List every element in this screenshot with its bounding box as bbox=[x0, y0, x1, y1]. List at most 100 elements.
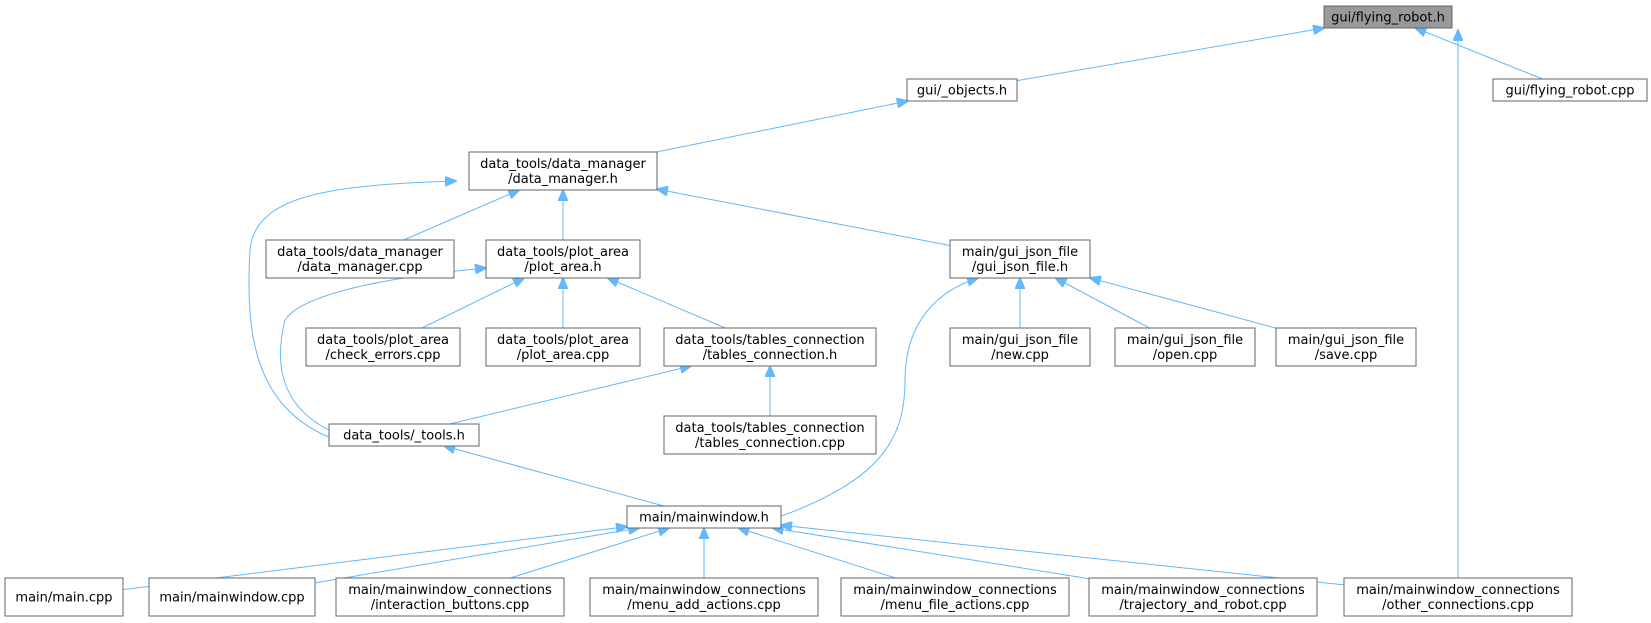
node-mainwindow-h[interactable]: main/mainwindow.h bbox=[626, 505, 782, 529]
edge-tables-connection-h-to-plot-area-h bbox=[608, 278, 726, 329]
node-interaction-buttons-cpp[interactable]: main/mainwindow_connections/interaction_… bbox=[335, 577, 565, 617]
node-open-cpp[interactable]: main/gui_json_file/open.cpp bbox=[1114, 327, 1256, 367]
node-flying-robot-cpp[interactable]: gui/flying_robot.cpp bbox=[1492, 78, 1648, 102]
node-tables-connection-h[interactable]: data_tools/tables_connection/tables_conn… bbox=[663, 327, 877, 367]
node-box bbox=[1343, 577, 1573, 617]
node-label: main/mainwindow.h bbox=[639, 511, 769, 526]
node-box bbox=[906, 78, 1018, 102]
node-label: main/mainwindow_connections bbox=[348, 583, 552, 598]
node-label: data_tools/_tools.h bbox=[343, 429, 465, 444]
node-objects-h[interactable]: gui/_objects.h bbox=[906, 78, 1018, 102]
node-box bbox=[626, 505, 782, 529]
node-box bbox=[305, 327, 461, 367]
node-box bbox=[148, 577, 316, 617]
node-label: /plot_area.h bbox=[524, 260, 601, 275]
node-label: data_tools/data_manager bbox=[480, 157, 646, 172]
node-plot-area-cpp[interactable]: data_tools/plot_area/plot_area.cpp bbox=[485, 327, 641, 367]
node-plot-area-h[interactable]: data_tools/plot_area/plot_area.h bbox=[485, 239, 641, 279]
node-mainwindow-cpp[interactable]: main/mainwindow.cpp bbox=[148, 577, 316, 617]
edge-tools-h-to-tables-connection-h bbox=[449, 366, 691, 425]
node-box bbox=[1492, 78, 1648, 102]
node-label: data_tools/data_manager bbox=[277, 245, 443, 260]
edge-save-cpp-to-gui-json-file-h bbox=[1090, 278, 1277, 329]
node-label: data_tools/tables_connection bbox=[675, 333, 864, 348]
node-label: /save.cpp bbox=[1315, 348, 1378, 363]
edge-mainwindow-h-to-tools-h bbox=[444, 446, 664, 507]
node-label: gui/flying_robot.h bbox=[1331, 11, 1445, 26]
node-label: /tables_connection.cpp bbox=[695, 436, 845, 451]
node-label: /menu_add_actions.cpp bbox=[627, 598, 781, 613]
node-box bbox=[328, 423, 480, 447]
edge-flying-robot-cpp-to-flying-robot-h bbox=[1415, 28, 1543, 80]
node-box bbox=[1114, 327, 1256, 367]
node-tables-connection-cpp[interactable]: data_tools/tables_connection/tables_conn… bbox=[663, 415, 877, 455]
node-box bbox=[589, 577, 819, 617]
node-label: main/gui_json_file bbox=[1288, 333, 1404, 348]
edge-mainwindow-h-to-gui-json-file-h bbox=[778, 278, 978, 518]
node-label: main/gui_json_file bbox=[962, 245, 1078, 260]
node-menu-file-actions-cpp[interactable]: main/mainwindow_connections/menu_file_ac… bbox=[840, 577, 1070, 617]
edge-trajectory-and-robot-cpp-to-mainwindow-h bbox=[773, 528, 1090, 580]
node-label: /new.cpp bbox=[991, 348, 1049, 363]
edge-objects-h-to-flying-robot-h bbox=[1016, 28, 1324, 82]
node-label: /data_manager.cpp bbox=[297, 260, 422, 275]
node-label: main/main.cpp bbox=[15, 591, 112, 606]
node-new-cpp[interactable]: main/gui_json_file/new.cpp bbox=[949, 327, 1091, 367]
node-label: /check_errors.cpp bbox=[326, 348, 441, 363]
nodes-layer: gui/flying_robot.h gui/_objects.h gui/flyi… bbox=[4, 5, 1648, 617]
node-label: data_tools/plot_area bbox=[317, 333, 449, 348]
node-label: /open.cpp bbox=[1153, 348, 1218, 363]
node-label: /data_manager.h bbox=[508, 172, 618, 187]
node-tools-h[interactable]: data_tools/_tools.h bbox=[328, 423, 480, 447]
edge-data-manager-h-to-objects-h bbox=[656, 101, 908, 153]
edge-other-connections-cpp-to-mainwindow-h bbox=[781, 525, 1345, 586]
edge-open-cpp-to-gui-json-file-h bbox=[1056, 278, 1150, 329]
node-label: main/mainwindow_connections bbox=[1101, 583, 1305, 598]
node-label: /other_connections.cpp bbox=[1382, 598, 1534, 613]
node-save-cpp[interactable]: main/gui_json_file/save.cpp bbox=[1275, 327, 1417, 367]
edge-tools-h-to-data-manager-h bbox=[248, 181, 456, 447]
node-box bbox=[485, 239, 641, 279]
edge-menu-file-actions-cpp-to-mainwindow-h bbox=[739, 528, 896, 579]
node-box bbox=[485, 327, 641, 367]
node-trajectory-and-robot-cpp[interactable]: main/mainwindow_connections/trajectory_a… bbox=[1088, 577, 1318, 617]
node-box bbox=[949, 239, 1091, 279]
node-box bbox=[4, 577, 124, 617]
node-label: /gui_json_file.h bbox=[972, 260, 1068, 275]
node-label: /interaction_buttons.cpp bbox=[371, 598, 530, 613]
node-label: main/mainwindow.cpp bbox=[159, 591, 304, 606]
node-label: gui/flying_robot.cpp bbox=[1505, 84, 1634, 99]
edge-check-errors-cpp-to-plot-area-h bbox=[421, 278, 524, 329]
node-label: gui/_objects.h bbox=[917, 84, 1007, 99]
edge-mainwindow-cpp-to-mainwindow-h bbox=[314, 528, 639, 584]
node-label: data_tools/tables_connection bbox=[675, 421, 864, 436]
node-box bbox=[663, 415, 877, 455]
node-flying-robot-h[interactable]: gui/flying_robot.h bbox=[1323, 5, 1453, 29]
node-data-manager-cpp[interactable]: data_tools/data_manager/data_manager.cpp bbox=[265, 239, 455, 279]
node-box bbox=[663, 327, 877, 367]
node-box bbox=[949, 327, 1091, 367]
edge-data-manager-cpp-to-data-manager-h bbox=[403, 190, 519, 241]
edges-layer bbox=[122, 28, 1543, 591]
node-label: main/mainwindow_connections bbox=[1356, 583, 1560, 598]
node-box bbox=[840, 577, 1070, 617]
node-check-errors-cpp[interactable]: data_tools/plot_area/check_errors.cpp bbox=[305, 327, 461, 367]
node-box bbox=[1088, 577, 1318, 617]
edge-gui-json-file-h-to-data-manager-h bbox=[657, 189, 951, 246]
node-gui-json-file-h[interactable]: main/gui_json_file/gui_json_file.h bbox=[949, 239, 1091, 279]
node-menu-add-actions-cpp[interactable]: main/mainwindow_connections/menu_add_act… bbox=[589, 577, 819, 617]
node-label: data_tools/plot_area bbox=[497, 245, 629, 260]
node-label: main/mainwindow_connections bbox=[602, 583, 806, 598]
node-other-connections-cpp[interactable]: main/mainwindow_connections/other_connec… bbox=[1343, 577, 1573, 617]
node-label: data_tools/plot_area bbox=[497, 333, 629, 348]
node-data-manager-h[interactable]: data_tools/data_manager/data_manager.h bbox=[468, 151, 658, 191]
node-main-cpp[interactable]: main/main.cpp bbox=[4, 577, 124, 617]
node-box bbox=[1275, 327, 1417, 367]
node-label: /plot_area.cpp bbox=[517, 348, 610, 363]
node-box bbox=[468, 151, 658, 191]
node-box bbox=[265, 239, 455, 279]
node-label: main/mainwindow_connections bbox=[853, 583, 1057, 598]
edge-interaction-buttons-cpp-to-mainwindow-h bbox=[510, 528, 669, 579]
node-label: /tables_connection.h bbox=[703, 348, 838, 363]
